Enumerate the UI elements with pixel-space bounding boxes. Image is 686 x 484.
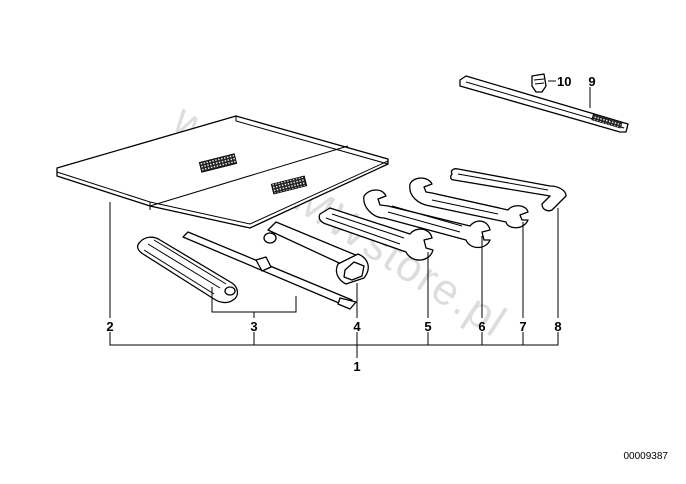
- velcro-patch-1: [198, 153, 238, 173]
- callout-6: 6: [478, 319, 485, 334]
- screwdriver[interactable]: [136, 231, 357, 310]
- callout-1: 1: [353, 359, 360, 374]
- clip[interactable]: [531, 73, 547, 93]
- wheel-brace[interactable]: [263, 221, 369, 285]
- callout-9: 9: [588, 74, 595, 89]
- hex-key[interactable]: [450, 168, 567, 212]
- open-end-spanner-6[interactable]: [363, 189, 491, 249]
- callout-8: 8: [554, 319, 561, 334]
- velcro-patch-2: [270, 175, 308, 195]
- callout-5: 5: [424, 319, 431, 334]
- leader-lines: [109, 80, 591, 358]
- tool-roll-mat[interactable]: [56, 115, 389, 229]
- strap-velcro: [591, 113, 623, 129]
- strap[interactable]: [459, 75, 629, 133]
- callout-3: 3: [250, 319, 257, 334]
- callout-4: 4: [353, 319, 361, 334]
- drawing-number: 00009387: [624, 451, 669, 462]
- callout-7: 7: [519, 319, 526, 334]
- callout-2: 2: [106, 319, 113, 334]
- open-end-spanner-7[interactable]: [409, 177, 529, 229]
- callout-10: 10: [557, 74, 571, 89]
